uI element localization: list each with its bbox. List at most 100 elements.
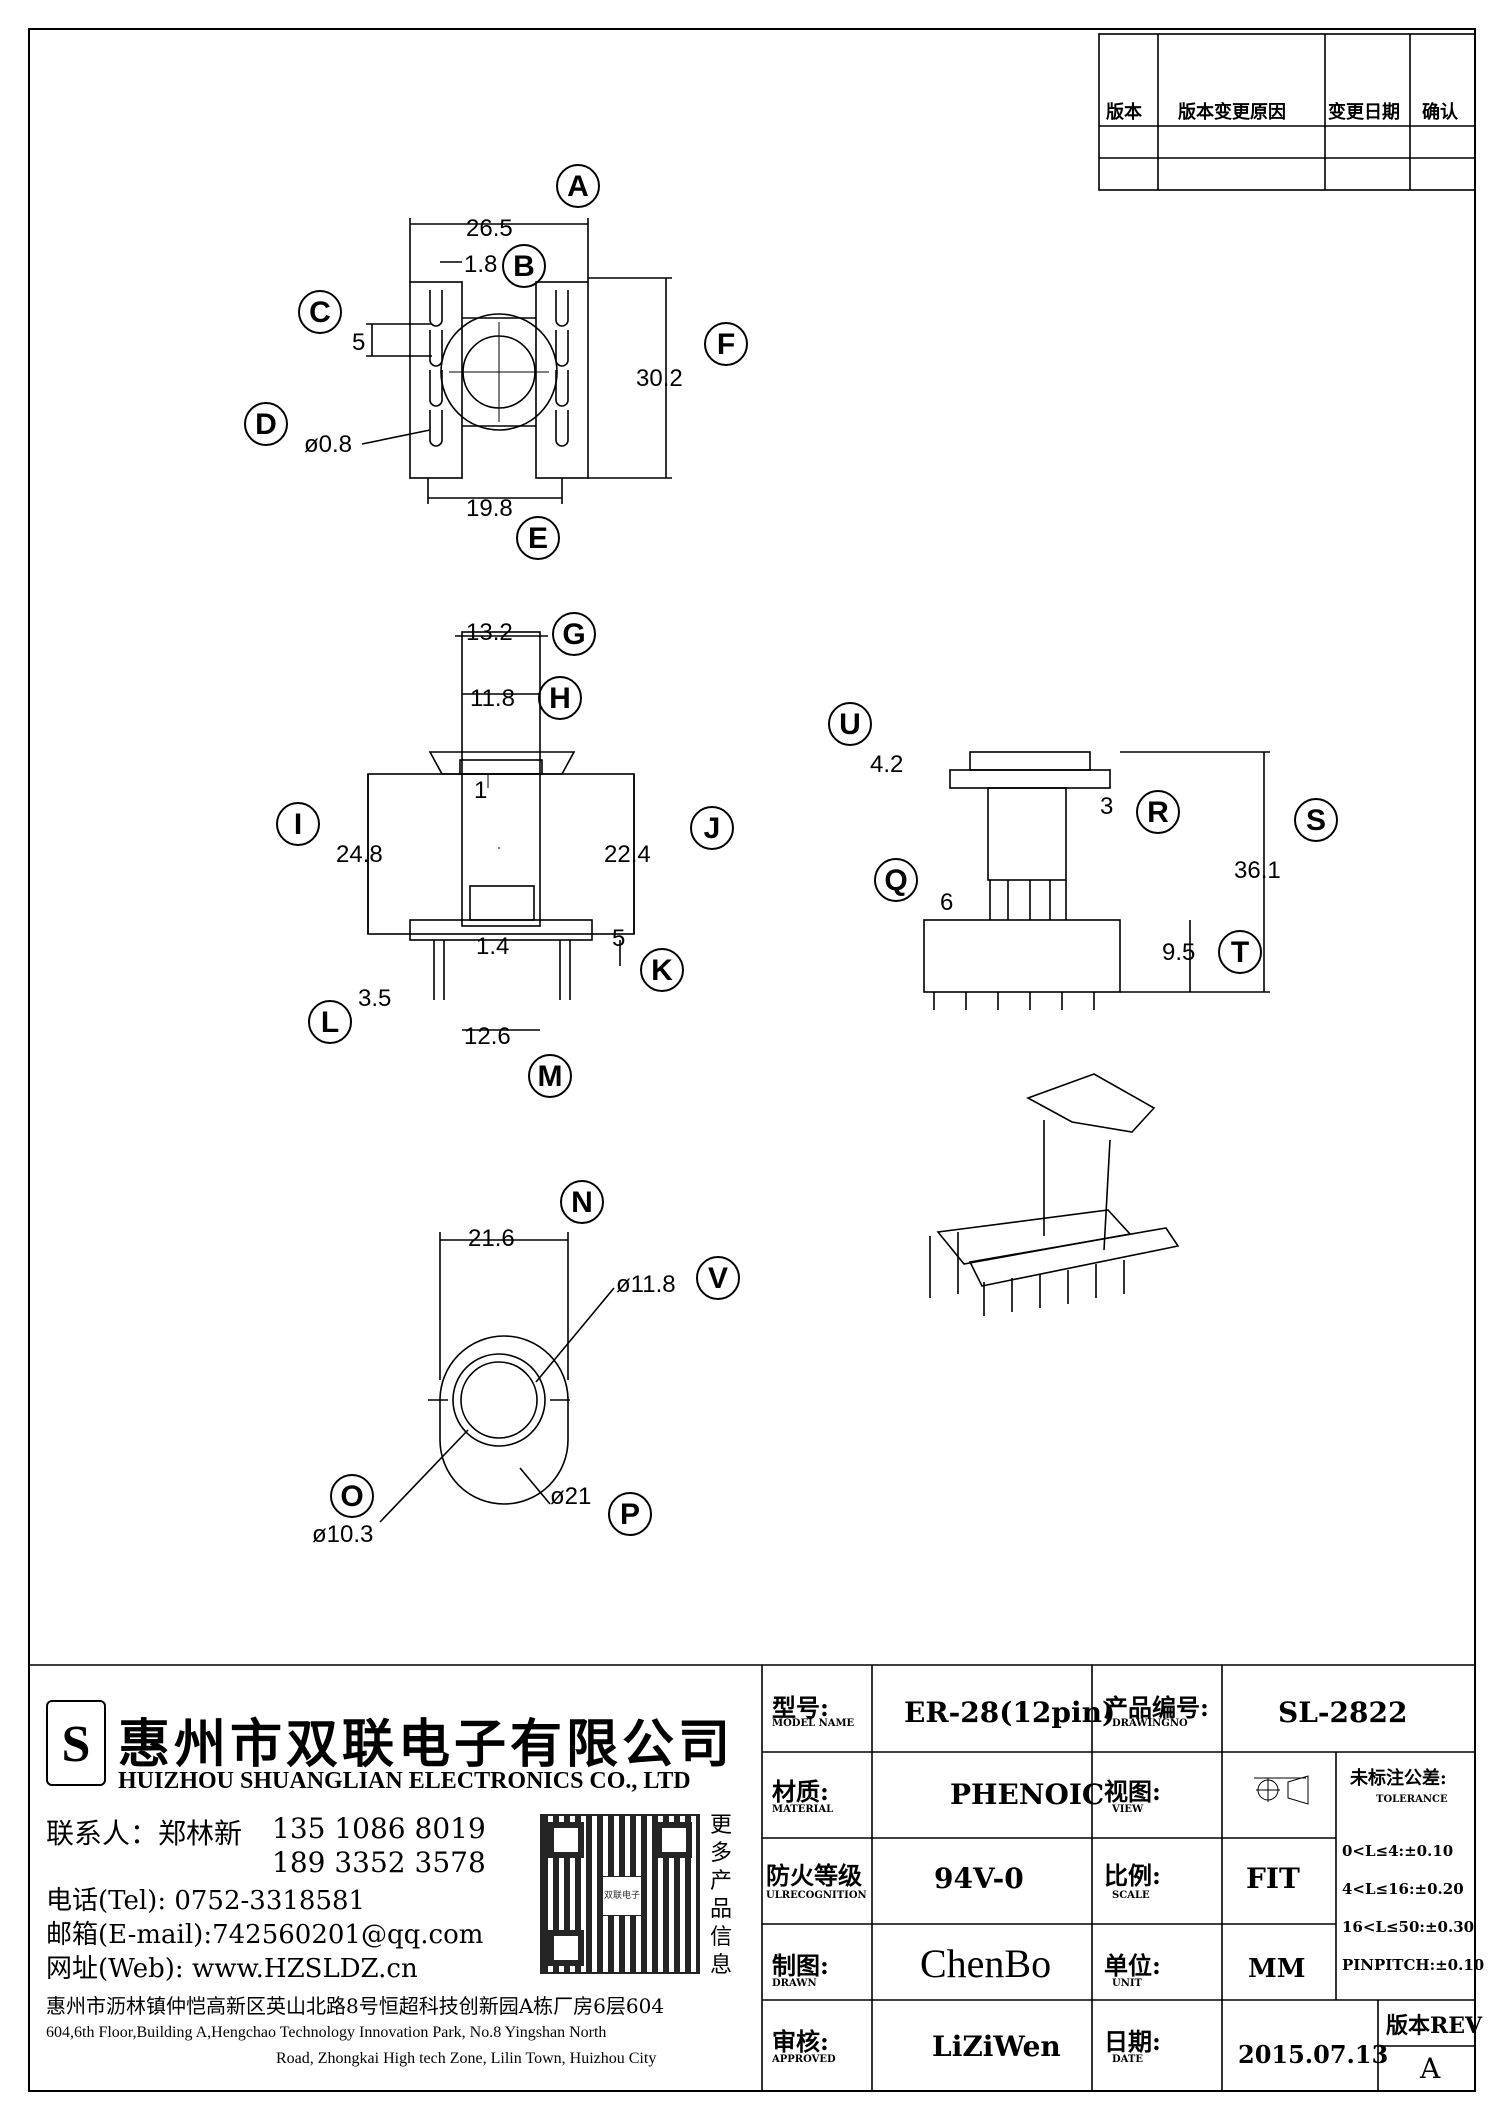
callout-e: E [528,522,548,555]
scale-value: FIT [1246,1862,1300,1895]
callout-circle-h [538,676,582,720]
scale-label: 比例: [1104,1861,1161,1890]
callout-circle-g [552,612,596,656]
dim-v: ø11.8 [616,1271,676,1298]
view-label: 视图: [1104,1777,1161,1806]
callout-circle-n [560,1180,604,1224]
tolerance-4: PINPITCH:±0.10 [1342,1956,1485,1974]
address-en-2: Road, Zhongkai High tech Zone, Lilin Tow… [276,2050,657,2067]
dim-k: 5 [612,925,625,952]
dimension-labels: 26.5 1.8 5 ø0.8 19.8 30.2 13.2 11.8 1 24… [304,215,1281,1548]
drawing-label: 产品编号: [1104,1693,1209,1722]
callout-circle-q [874,858,918,902]
callout-u: U [839,708,861,741]
callout-circle-i [276,802,320,846]
drawn-label: 制图: [772,1951,829,1980]
view-sub: VIEW [1112,1804,1144,1815]
callout-k: K [651,954,673,987]
dim-t: 9.5 [1162,939,1195,966]
callout-circle-a [556,164,600,208]
unit-label: 单位: [1104,1951,1161,1980]
callout-c: C [309,296,331,329]
dim-small-1: 1 [474,777,487,804]
dim-f: 30.2 [636,365,683,392]
callout-h: H [549,682,571,715]
dim-o: ø10.3 [312,1521,373,1548]
scale-sub: SCALE [1112,1890,1150,1901]
address-cn: 惠州市沥林镇仲恺高新区英山北路8号恒超科技创新园A栋厂房6层604 [46,1994,665,2018]
isometric-view [929,1073,1180,1316]
dim-p: ø21 [550,1483,591,1510]
revision-table [1098,33,1476,191]
contact-phone-2: 189 3352 3578 [272,1846,486,1879]
fire-sub: ULRECOGNITION [766,1890,867,1901]
qr-code: 双联电子 [540,1814,700,1974]
callout-circle-v [696,1256,740,1300]
callout-b: B [513,250,535,283]
company-name-en: HUIZHOU SHUANGLIAN ELECTRONICS CO., LTD [118,1768,691,1794]
callout-circle-j [690,806,734,850]
drawing-frame [28,28,1476,2092]
fire-value: 94V-0 [934,1862,1024,1895]
date-value: 2015.07.13 [1238,2040,1389,2069]
callout-circle-m [528,1054,572,1098]
tolerance-3: 16<L≤50:±0.30 [1342,1918,1475,1936]
company-logo: S [46,1700,106,1786]
dim-j: 22.4 [604,841,651,868]
fire-label: 防火等级 [766,1861,862,1890]
callout-m: M [538,1060,563,1093]
dim-b: 1.8 [464,251,497,278]
model-sub: MODEL NAME [772,1718,855,1729]
callout-circle-k [640,948,684,992]
tolerance-2: 4<L≤16:±0.20 [1342,1880,1464,1898]
callout-circle-l [308,1000,352,1044]
material-sub: MATERIAL [772,1804,834,1815]
callout-circle-c [298,290,342,334]
callout-a: A [567,170,589,203]
callout-circle-e [516,516,560,560]
callout-o: O [340,1480,363,1513]
model-value: ER-28(12pin) [904,1696,1116,1729]
contact-email: 邮箱(E-mail):742560201@qq.com [46,1920,484,1950]
top-view [361,218,672,504]
rev-header-confirm: 确认 [1422,102,1458,123]
callout-t: T [1231,936,1249,969]
dim-h: 11.8 [470,685,515,712]
front-view [367,631,635,1031]
callout-d: D [255,408,277,441]
callout-circle-t [1218,930,1262,974]
address-en-1: 604,6th Floor,Building A,Hengchao Techno… [46,2024,607,2041]
drawing-sub: DRAWINGNO [1112,1718,1188,1729]
drawn-value: ChenBo [920,1941,1052,1986]
company-name-cn: 惠州市双联电子有限公司 [118,1714,735,1775]
callout-s: S [1306,804,1326,837]
drawing-value: SL-2822 [1278,1696,1408,1729]
callout-i: I [294,808,302,841]
side-view [923,751,1270,1010]
approved-label: 审核: [772,2027,829,2056]
unit-value: MM [1248,1954,1306,1984]
material-value: PHENOIC [950,1778,1105,1811]
dim-n: 21.6 [468,1225,515,1252]
dim-small-14: 1.4 [476,933,509,960]
callout-circle-f [704,322,748,366]
dim-g: 13.2 [466,619,513,646]
callout-circle-s [1294,798,1338,842]
dim-c: 5 [352,329,365,356]
callout-circle-o [330,1474,374,1518]
contact-web: 网址(Web): www.HZSLDZ.cn [46,1954,418,1984]
approved-value: LiZiWen [932,2030,1061,2063]
tolerance-sub: TOLERANCE [1376,1794,1448,1805]
callout-circle-d [244,402,288,446]
model-label: 型号: [772,1693,829,1722]
dim-u: 4.2 [870,751,903,778]
material-label: 材质: [772,1777,829,1806]
callout-circle-r [1136,790,1180,834]
qr-logo: 双联电子 [602,1876,642,1916]
dim-m: 12.6 [464,1023,511,1050]
callout-circle-p [608,1492,652,1536]
contact-phone-1: 135 1086 8019 [272,1812,486,1845]
callout-f: F [717,328,735,361]
dim-d: ø0.8 [304,431,352,458]
approved-sub: APPROVED [772,2054,836,2065]
